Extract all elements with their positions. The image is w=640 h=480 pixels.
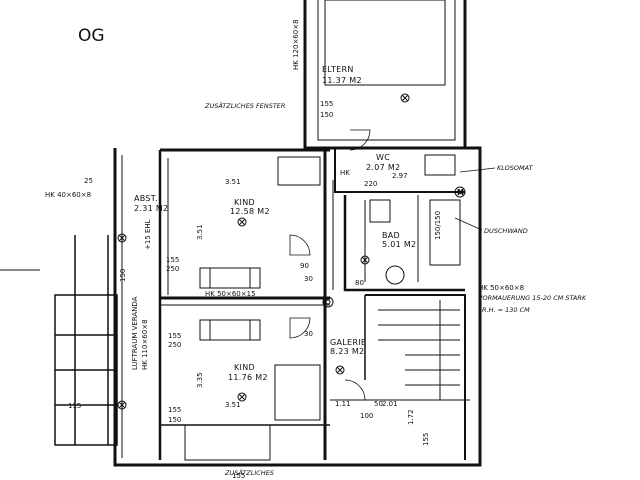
floor-label: OG	[78, 26, 105, 46]
ceiling-light-icon	[335, 365, 345, 375]
note-vormauerung: VORMAUERUNG 15-20 CM STARK	[478, 294, 587, 302]
room-area-eltern: 11.37 M2	[322, 76, 362, 85]
dim-115: 115	[68, 402, 81, 410]
dim-155-d: 155	[168, 406, 181, 414]
room-area-galerie: 8.23 M2	[330, 347, 364, 356]
room-labels: ELTERN 11.37 M2 WC 2.07 M2 KIND 12.58 M2…	[134, 65, 416, 382]
dim-172: 1.72	[407, 409, 415, 425]
door-swing-symbols	[289, 129, 371, 401]
ceiling-light-icon	[117, 400, 127, 410]
note-zusaetzliches-bottom: ZUSÄTZLICHES	[224, 468, 274, 477]
dim-351-b: 3.51	[225, 401, 241, 409]
dim-30-b: 30	[304, 330, 313, 338]
dim-250-b: 250	[168, 341, 181, 349]
dim-250: 250	[166, 265, 179, 273]
ceiling-light-icon	[400, 93, 410, 103]
dim-155-a: 155	[320, 100, 333, 108]
room-area-wc: 2.07 M2	[366, 163, 400, 172]
dim-335: 3.35	[196, 372, 204, 388]
note-hk-small: HK	[340, 169, 350, 177]
dim-100: 100	[360, 412, 373, 420]
ceiling-light-symbols: M	[117, 93, 466, 410]
room-name-kind2: KIND	[234, 363, 255, 372]
dim-155-f: 155	[422, 433, 430, 446]
dim-220: 220	[364, 180, 377, 188]
room-name-galerie: GALERIE	[330, 338, 366, 347]
ceiling-light-icon	[237, 217, 247, 227]
dim-90: 90	[300, 262, 309, 270]
room-area-kind2: 11.76 M2	[228, 373, 268, 382]
note-veranda: LUFTRAUM VERANDA	[131, 296, 139, 370]
dim-50: 50	[374, 400, 383, 408]
walls	[113, 0, 482, 467]
room-area-bad: 5.01 M2	[382, 240, 416, 249]
dim-201: 2.01	[382, 400, 398, 408]
dim-80: 80	[355, 279, 364, 287]
note-klosomat: KLOSOMAT	[497, 164, 534, 172]
ceiling-light-icon	[322, 296, 334, 308]
note-rh: R.H. = 130 CM	[482, 306, 530, 314]
dim-150-left: 150	[119, 269, 127, 282]
svg-text:M: M	[458, 189, 464, 197]
dim-155-e: 155	[232, 472, 245, 480]
room-name-kind1: KIND	[234, 198, 255, 207]
room-name-abst: ABST.	[134, 194, 158, 203]
room-area-abst: 2.31 M2	[134, 204, 168, 213]
note-duschwand: DUSCHWAND	[484, 227, 528, 235]
room-area-kind1: 12.58 M2	[230, 207, 270, 216]
dim-351-c: 3.51	[196, 224, 204, 240]
ceiling-light-icon	[237, 392, 247, 402]
leader-line	[459, 167, 496, 173]
note-zusaetzliches-fenster: ZUSÄTZLICHES FENSTER	[204, 101, 285, 110]
dim-150-a: 150	[320, 111, 333, 119]
note-hk-left: HK 40×60×8	[45, 191, 91, 199]
dim-297: 2.97	[392, 172, 408, 180]
room-name-eltern: ELTERN	[322, 65, 354, 74]
dim-155-b: 155	[166, 256, 179, 264]
note-1515: +15 EHL	[144, 219, 152, 250]
staircase-symbol	[378, 300, 460, 400]
room-name-wc: WC	[376, 153, 390, 162]
room-name-bad: BAD	[382, 231, 400, 240]
dim-1500: 150/150	[434, 211, 442, 240]
ceiling-light-icon	[117, 233, 127, 243]
note-hk-eltern: HK 120×60×8	[292, 19, 300, 70]
dim-111: 1.11	[335, 400, 351, 408]
furniture	[199, 0, 461, 421]
ceiling-light-icon: M	[454, 186, 466, 198]
leader-line	[454, 217, 483, 231]
dim-25: 25	[84, 177, 93, 185]
dim-155-c: 155	[168, 332, 181, 340]
dim-30-a: 30	[304, 275, 313, 283]
dim-150-b: 150	[168, 416, 181, 424]
note-hk-veranda: HK 110×60×8	[141, 319, 149, 370]
note-hk-mid: HK 50×60×15	[205, 290, 256, 298]
ceiling-light-icon	[360, 255, 370, 265]
annotations: ZUSÄTZLICHES FENSTER ZUSÄTZLICHES KLOSOM…	[45, 19, 587, 477]
veranda-frame	[54, 235, 118, 446]
note-hk-bad: HK 50×60×8	[478, 284, 524, 292]
dim-351-a: 3.51	[225, 178, 241, 186]
dimension-labels: 3.51 3.51 3.51 3.35 155 150 155 250 155 …	[68, 100, 442, 480]
